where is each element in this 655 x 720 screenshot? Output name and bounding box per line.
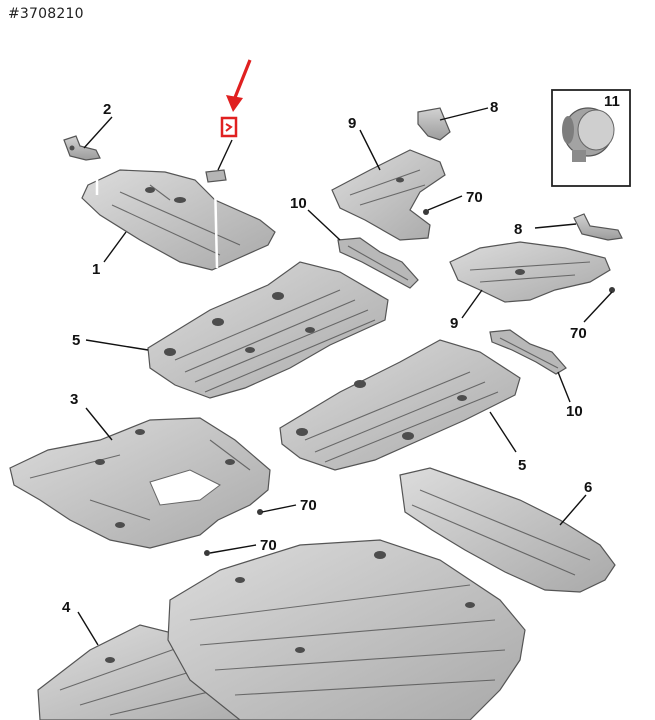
callout-6: 6 [584,479,592,496]
part-8-upper-bracket[interactable] [417,107,451,141]
clip-under-highlight[interactable] [205,169,227,183]
part-6-side-shield[interactable] [399,467,616,593]
part-11-inset[interactable] [551,89,631,187]
part-2-bracket[interactable] [63,135,101,161]
callout-5-lower: 5 [518,457,526,474]
reference-number: #3708210 [8,6,84,22]
highlighted-clip[interactable] [220,116,238,138]
part-10-upper-strip[interactable] [337,237,419,289]
callout-70-b: 70 [570,325,587,342]
part-8-lower-bracket[interactable] [573,213,623,241]
callout-5-upper: 5 [72,332,80,349]
fasteners-70 [204,209,615,556]
callout-70-c: 70 [300,497,317,514]
floor-panel-holes [235,551,475,653]
part-5-upper-shield[interactable] [147,261,389,399]
callout-9-upper: 9 [348,115,356,132]
part-5-lower-shield[interactable] [279,339,521,471]
part-5-upper-holes [164,292,315,356]
callout-70-d: 70 [260,537,277,554]
part-9-upper-shield[interactable] [331,149,446,241]
callout-2: 2 [103,101,111,118]
leader-lines [77,107,613,646]
callout-11: 11 [604,93,620,110]
floor-panel[interactable] [167,539,526,720]
callout-10-upper: 10 [290,195,307,212]
callout-4: 4 [62,599,71,616]
callout-1: 1 [92,261,100,278]
callout-10-lower: 10 [566,403,583,420]
callout-9-lower: 9 [450,315,458,332]
part-1-shield[interactable] [81,158,276,271]
callout-8-upper: 8 [490,99,498,116]
callout-8-lower: 8 [514,221,522,238]
part-5-lower-holes [296,380,467,440]
part-3-front-shield[interactable] [9,417,271,549]
callout-labels: 2 1 5 3 4 9 8 70 10 8 9 70 10 5 6 70 70 … [62,93,620,616]
callout-70-a: 70 [466,189,483,206]
callout-3: 3 [70,391,78,408]
part-10-lower-strip[interactable] [489,329,567,375]
part-9-lower-shield[interactable] [449,241,611,303]
red-pointer-arrow [226,59,252,112]
part-3-holes [95,429,235,528]
